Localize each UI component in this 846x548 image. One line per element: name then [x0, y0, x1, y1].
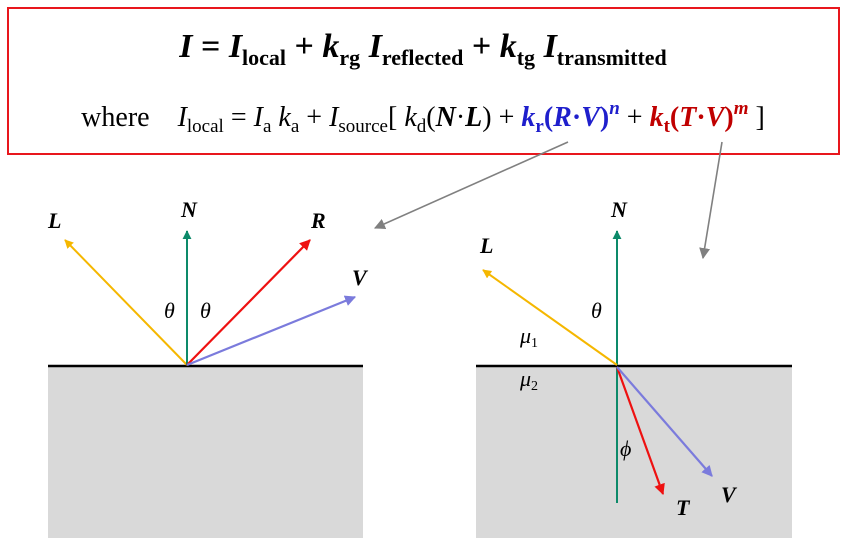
f2-exp-n: n — [609, 98, 620, 119]
left-label-N: N — [180, 197, 198, 222]
right-view-vector — [616, 366, 713, 477]
f2-I-source: I — [328, 102, 340, 133]
mu-2-subscript: 2 — [531, 379, 538, 394]
f2-dot-1: · — [456, 102, 465, 133]
f2-sub-r: r — [535, 116, 544, 137]
f2-sub-d: d — [417, 116, 427, 137]
f2-I-a: I — [253, 102, 265, 133]
right-mu-1: μ1 — [519, 323, 538, 351]
formula-line-1: I = Ilocal + krg Ireflected + ktg Itrans… — [178, 28, 667, 70]
left-label-L: L — [47, 208, 61, 233]
specular-term: kr(R·V)n — [521, 98, 619, 137]
f2-k-r: k — [521, 102, 535, 133]
f2-R: R — [552, 102, 572, 133]
f2-V2: V — [706, 102, 727, 133]
mu-1-symbol: μ — [519, 323, 531, 348]
f2-k-a: k — [271, 102, 291, 133]
f2-I-local: I — [177, 102, 189, 133]
right-label-V: V — [721, 482, 738, 507]
f2-sub-source: source — [338, 116, 388, 137]
f2-plus-2: + — [492, 102, 522, 133]
f2-sub-local: local — [187, 116, 224, 137]
right-medium — [476, 366, 792, 538]
f2-dot-2: · — [572, 102, 581, 133]
right-light-vector — [482, 269, 618, 366]
f1-k-tg: k — [500, 28, 517, 65]
pointer-arrow-transmit — [699, 141, 723, 260]
transmission-diagram: L N T V θ ϕ μ1 μ2 — [476, 197, 792, 538]
formula-box — [7, 7, 840, 155]
f2-L: L — [464, 102, 482, 133]
f1-I-reflected: I — [360, 28, 384, 65]
f1-sub-transmitted: transmitted — [557, 45, 667, 70]
f1-sub-reflected: reflected — [382, 45, 463, 70]
f2-where: where — [81, 102, 149, 133]
reflection-diagram: L N R V θ θ — [47, 197, 369, 538]
f2-V: V — [581, 102, 602, 133]
pointer-arrow-specular — [373, 141, 569, 229]
f2-paren-rv-open: ( — [544, 102, 553, 133]
f2-sub-t: t — [664, 116, 671, 137]
f2-k-d: k — [404, 102, 417, 133]
left-theta-incident: θ — [164, 298, 175, 323]
f1-plus-2: + — [463, 28, 499, 65]
f2-plus-3: + — [620, 102, 650, 133]
f2-plus-1: + — [299, 102, 329, 133]
f1-sub-local: local — [242, 45, 286, 70]
f1-I: I — [178, 28, 194, 65]
right-transmit-vector — [615, 366, 665, 496]
f2-paren-nl-open: ( — [426, 102, 435, 133]
left-medium — [48, 366, 363, 538]
f1-sub-rg: rg — [339, 45, 360, 70]
f2-exp-m: m — [734, 98, 749, 119]
f2-paren-nl-close: ) — [482, 102, 491, 133]
left-light-vector — [64, 239, 188, 366]
f1-k-rg: k — [322, 28, 339, 65]
f2-bracket-open: [ — [388, 102, 404, 133]
right-label-N: N — [610, 197, 628, 222]
mu-1-subscript: 1 — [531, 336, 538, 351]
left-theta-reflect: θ — [200, 298, 211, 323]
left-label-V: V — [352, 265, 369, 290]
mu-2-symbol: μ — [519, 366, 531, 391]
right-mu-2: μ2 — [519, 366, 538, 394]
f1-eq: = — [192, 28, 228, 65]
f2-T: T — [679, 102, 698, 133]
right-theta-incident: θ — [591, 298, 602, 323]
f2-N: N — [435, 102, 458, 133]
f2-paren-rv-close: ) — [600, 102, 609, 133]
f1-plus-1: + — [286, 28, 322, 65]
left-reflect-vector — [186, 239, 311, 366]
right-phi-refract: ϕ — [620, 436, 631, 461]
right-label-L: L — [479, 233, 493, 258]
f2-bracket-close: ] — [748, 102, 764, 133]
f2-sub-a: a — [263, 116, 272, 137]
f1-I-transmitted: I — [535, 28, 559, 65]
f1-I-local: I — [228, 28, 244, 65]
f1-sub-tg: tg — [517, 45, 535, 70]
f2-k-t: k — [650, 102, 664, 133]
transmit-term: kt(T·V)m — [650, 98, 749, 137]
left-label-R: R — [310, 208, 326, 233]
f2-eq: = — [224, 102, 254, 133]
left-view-vector — [186, 295, 357, 367]
f2-sub-ka: a — [291, 116, 300, 137]
f2-paren-tv-open: ( — [670, 102, 679, 133]
f2-dot-3: · — [696, 102, 705, 133]
f2-paren-tv-close: ) — [724, 102, 733, 133]
right-label-T: T — [676, 495, 691, 520]
